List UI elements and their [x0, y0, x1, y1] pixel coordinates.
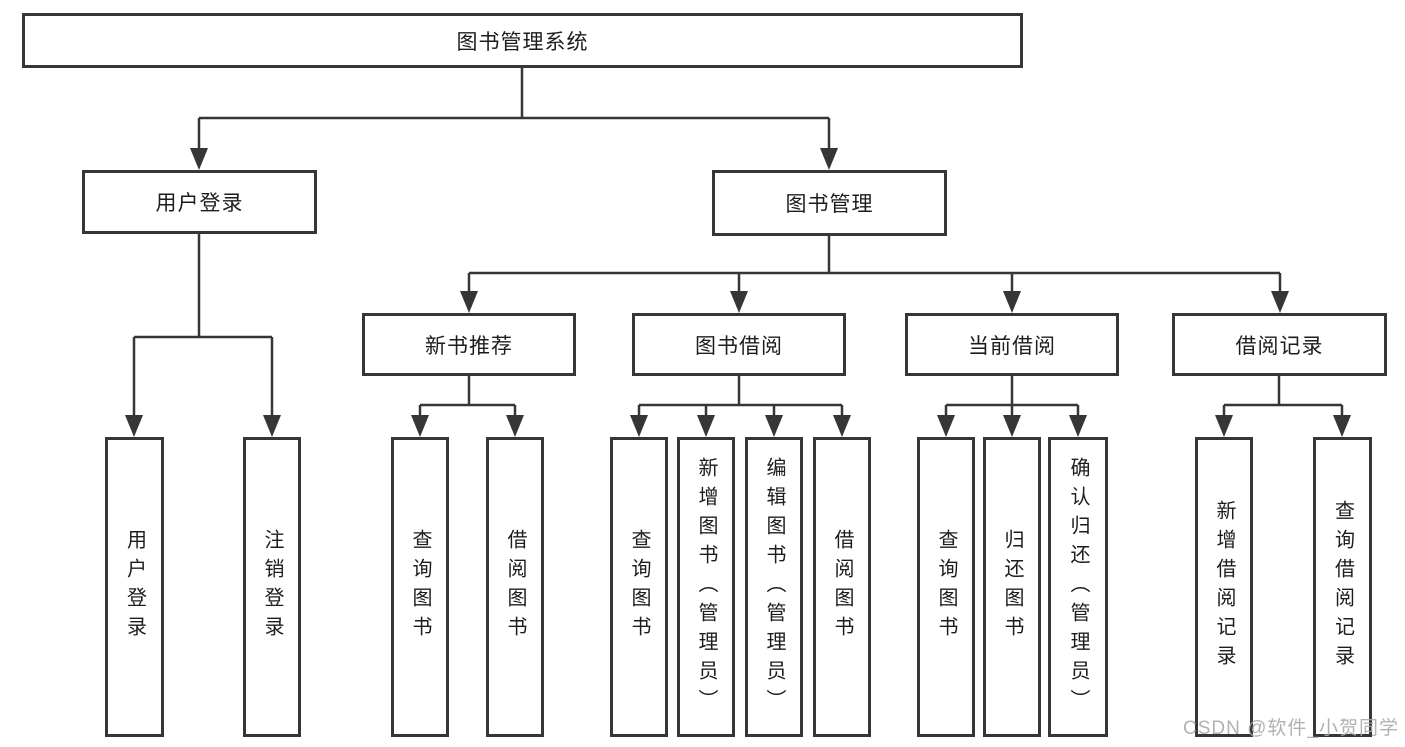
connector-current-borrow-to-leaves: [937, 376, 1087, 437]
connector-root-to-level2: [190, 68, 838, 170]
leaf-add-borrow-record-label: 新增借阅记录: [1213, 500, 1235, 674]
node-user-login: 用户登录: [82, 170, 317, 234]
csdn-watermark: CSDN @软件_小贺同学: [1183, 718, 1399, 739]
leaf-edit-book: 编辑图书（管理员）: [745, 437, 803, 737]
leaf-borrow-book-1-label: 借阅图书: [504, 529, 526, 645]
leaf-add-book: 新增图书（管理员）: [677, 437, 735, 737]
leaf-query-borrow-record-label: 查询借阅记录: [1331, 500, 1354, 674]
leaf-borrow-book-2-label: 借阅图书: [831, 529, 853, 645]
leaf-logout: 注销登录: [243, 437, 301, 737]
leaf-query-borrow-record: 查询借阅记录: [1313, 437, 1372, 737]
node-book-borrow-label: 图书借阅: [695, 334, 783, 358]
connector-user-login-to-leaves: [125, 234, 281, 437]
leaf-query-book-1-label: 查询图书: [409, 529, 431, 645]
leaf-user-login-label: 用户登录: [123, 529, 146, 645]
leaf-query-book-1: 查询图书: [391, 437, 449, 737]
leaf-query-book-3: 查询图书: [917, 437, 975, 737]
leaf-borrow-book-1: 借阅图书: [486, 437, 544, 737]
leaf-return-book: 归还图书: [983, 437, 1041, 737]
node-new-book-rec: 新书推荐: [362, 313, 576, 376]
leaf-return-book-label: 归还图书: [1001, 529, 1023, 645]
node-root-label: 图书管理系统: [456, 30, 589, 54]
connector-new-book-to-leaves: [411, 376, 524, 437]
leaf-confirm-return-label: 确认归还（管理员）: [1067, 456, 1089, 718]
leaf-query-book-2-label: 查询图书: [628, 529, 650, 645]
node-new-book-rec-label: 新书推荐: [425, 334, 513, 358]
node-book-borrow: 图书借阅: [632, 313, 846, 376]
leaf-add-borrow-record: 新增借阅记录: [1195, 437, 1253, 737]
node-book-mgmt-label: 图书管理: [785, 193, 874, 216]
leaf-add-book-label: 新增图书（管理员）: [695, 456, 717, 718]
connector-book-borrow-to-leaves: [630, 376, 851, 437]
node-book-mgmt: 图书管理: [712, 170, 947, 236]
leaf-borrow-book-2: 借阅图书: [813, 437, 871, 737]
leaf-query-book-2: 查询图书: [610, 437, 668, 737]
node-borrow-record: 借阅记录: [1172, 313, 1387, 376]
leaf-query-book-3-label: 查询图书: [935, 529, 957, 645]
connector-book-mgmt-to-level3: [460, 236, 1289, 313]
leaf-confirm-return: 确认归还（管理员）: [1048, 437, 1108, 737]
node-borrow-record-label: 借阅记录: [1235, 334, 1324, 358]
node-user-login-label: 用户登录: [155, 192, 244, 215]
node-current-borrow: 当前借阅: [905, 313, 1119, 376]
leaf-logout-label: 注销登录: [261, 529, 283, 645]
node-root: 图书管理系统: [22, 13, 1023, 68]
leaf-user-login: 用户登录: [105, 437, 164, 737]
leaf-edit-book-label: 编辑图书（管理员）: [763, 456, 785, 718]
connector-borrow-record-to-leaves: [1215, 376, 1351, 437]
node-current-borrow-label: 当前借阅: [968, 334, 1056, 358]
